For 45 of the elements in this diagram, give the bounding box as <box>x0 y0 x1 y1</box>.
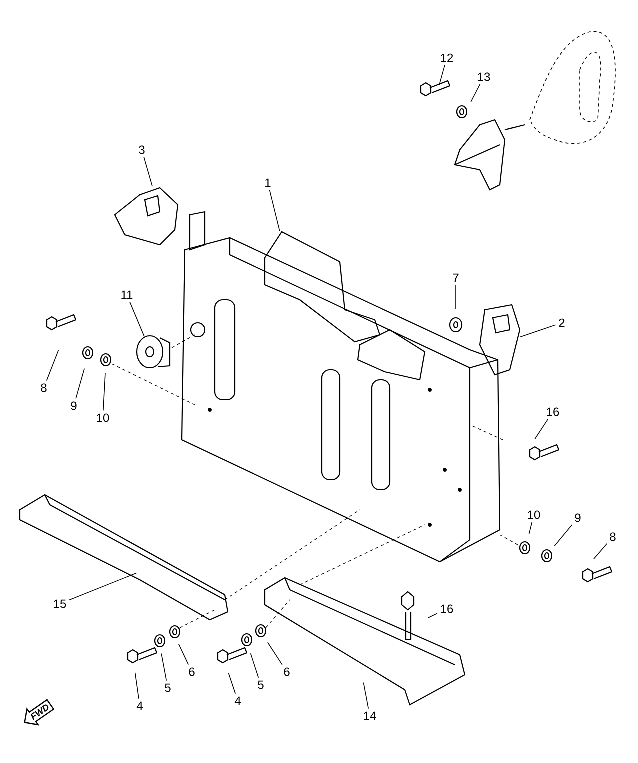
leader-line <box>228 673 236 694</box>
callout-number: 14 <box>364 712 376 720</box>
callout-number: 4 <box>234 696 241 706</box>
callout-number: 5 <box>165 684 171 692</box>
leader-line <box>250 653 260 678</box>
callout-number: 16 <box>441 604 454 614</box>
leader-line <box>268 642 283 666</box>
callout-number: 13 <box>478 72 490 82</box>
callout-number: 10 <box>97 414 110 422</box>
leader-line <box>269 190 280 232</box>
callout-number: 6 <box>189 668 195 676</box>
leader-line <box>363 682 370 710</box>
leader-line <box>439 64 446 86</box>
callout-number: 8 <box>610 532 616 542</box>
leader-line <box>428 613 438 618</box>
leader-line <box>46 350 60 382</box>
callout-number: 10 <box>528 510 540 520</box>
leader-line <box>554 524 573 546</box>
callout-number: 11 <box>122 290 133 300</box>
callout-number: 5 <box>258 680 264 690</box>
leader-line <box>520 324 556 338</box>
leader-line <box>130 302 145 338</box>
leader-line <box>134 672 140 700</box>
leader-line <box>76 368 85 400</box>
leader-line <box>69 572 137 601</box>
callout-number: 1 <box>266 178 271 188</box>
leader-line <box>178 644 190 666</box>
callout-number: 6 <box>284 668 290 676</box>
leader-line <box>161 653 168 682</box>
leader-line <box>470 84 481 102</box>
callout-number: 9 <box>71 402 77 410</box>
leader-line <box>528 522 533 535</box>
callout-number: 4 <box>136 702 143 710</box>
callout-number: 15 <box>54 600 66 608</box>
callout-number: 7 <box>453 274 459 282</box>
callout-number: 9 <box>575 514 581 522</box>
callout-number: 3 <box>139 146 145 154</box>
leader-line <box>534 418 549 440</box>
callout-number: 16 <box>547 408 560 416</box>
callout-number: 8 <box>41 384 47 392</box>
callout-number: 2 <box>559 318 565 328</box>
leader-line <box>144 156 153 187</box>
callout-number: 12 <box>441 54 454 62</box>
leader-line <box>594 543 608 560</box>
leader-line <box>103 372 106 412</box>
